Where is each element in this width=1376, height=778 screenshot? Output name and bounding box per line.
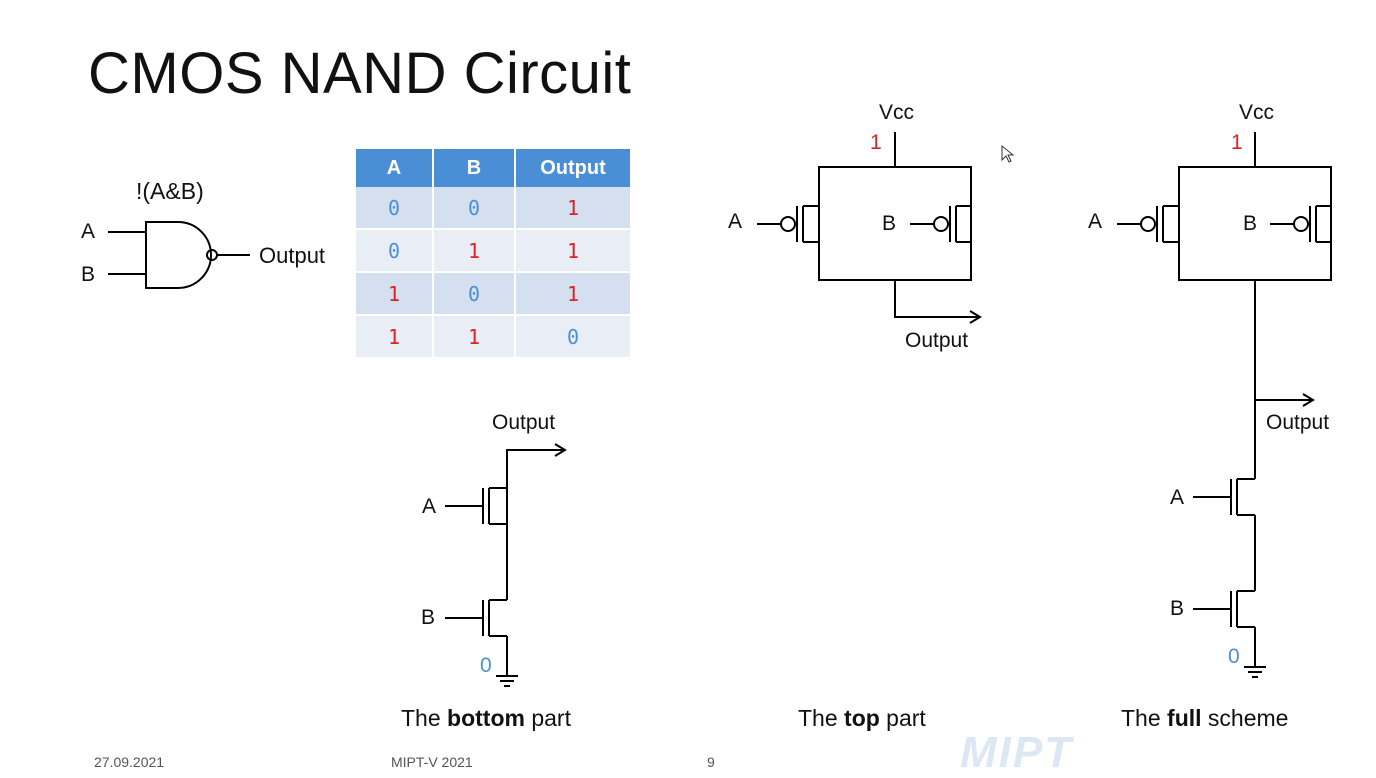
top-part-caption: The top part (798, 705, 926, 732)
nand-gate-symbol (108, 221, 250, 289)
caption-text: The (401, 705, 448, 731)
header-a: A (356, 149, 434, 187)
truth-table: A B Output 0 0 1 0 1 1 1 0 1 1 (356, 149, 632, 359)
cell-output: 0 (514, 315, 632, 359)
table-row: 1 1 0 (356, 315, 632, 359)
cell-a: 1 (356, 272, 434, 316)
top-input-b-label: B (882, 212, 897, 235)
caption-text: The (798, 705, 845, 731)
cell-b: 1 (433, 229, 516, 273)
mouse-cursor-icon (1001, 144, 1015, 163)
bottom-part-circuit (445, 443, 567, 687)
header-output: Output (515, 149, 632, 187)
bottom-input-b-label: B (421, 606, 436, 629)
cell-b: 0 (433, 272, 516, 316)
top-part-circuit (757, 132, 982, 324)
top-output-label: Output (905, 329, 969, 352)
gate-output-label: Output (259, 243, 326, 268)
cell-b: 1 (433, 315, 516, 359)
caption-bold: full (1167, 705, 1202, 731)
cell-a: 0 (356, 187, 434, 230)
cell-output: 1 (514, 229, 632, 273)
bottom-part-caption: The bottom part (401, 705, 571, 732)
full-ground-value: 0 (1228, 645, 1240, 668)
top-input-a-label: A (728, 210, 743, 233)
full-input-a-top-label: A (1088, 210, 1103, 233)
caption-text: part (879, 705, 926, 731)
full-input-b-bottom-label: B (1170, 597, 1185, 620)
caption-text: scheme (1201, 705, 1289, 731)
full-scheme-caption: The full scheme (1121, 705, 1288, 732)
top-vcc-label: Vcc (879, 101, 915, 124)
mipt-logo: MIPT (960, 728, 1074, 777)
full-output-label: Output (1266, 411, 1330, 434)
top-vcc-value: 1 (870, 131, 882, 154)
footer-page-number: 9 (707, 754, 715, 770)
cell-b: 0 (433, 187, 516, 230)
full-input-b-top-label: B (1243, 212, 1258, 235)
caption-text: The (1121, 705, 1168, 731)
bottom-ground-value: 0 (480, 654, 492, 677)
footer-date: 27.09.2021 (94, 754, 165, 770)
truth-table-header: A B Output (356, 149, 632, 187)
gate-input-a-label: A (81, 220, 96, 243)
caption-bold: bottom (447, 705, 525, 731)
caption-text: part (524, 705, 571, 731)
cell-a: 0 (356, 229, 434, 273)
full-input-a-bottom-label: A (1170, 486, 1185, 509)
bottom-output-label: Output (492, 411, 556, 434)
header-b: B (433, 149, 516, 187)
cell-output: 1 (514, 272, 632, 316)
full-scheme-circuit (1117, 132, 1332, 678)
cell-output: 1 (514, 187, 632, 230)
cell-a: 1 (356, 315, 434, 359)
table-row: 0 0 1 (356, 187, 632, 230)
footer-event: MIPT-V 2021 (391, 754, 473, 770)
gate-expression: !(A&B) (136, 178, 204, 204)
slide-title: CMOS NAND Circuit (88, 41, 632, 106)
gate-input-b-label: B (81, 263, 96, 286)
table-row: 1 0 1 (356, 272, 632, 316)
full-vcc-value: 1 (1231, 131, 1243, 154)
bottom-input-a-label: A (422, 495, 437, 518)
table-row: 0 1 1 (356, 229, 632, 273)
caption-bold: top (844, 705, 880, 731)
full-vcc-label: Vcc (1239, 101, 1275, 124)
